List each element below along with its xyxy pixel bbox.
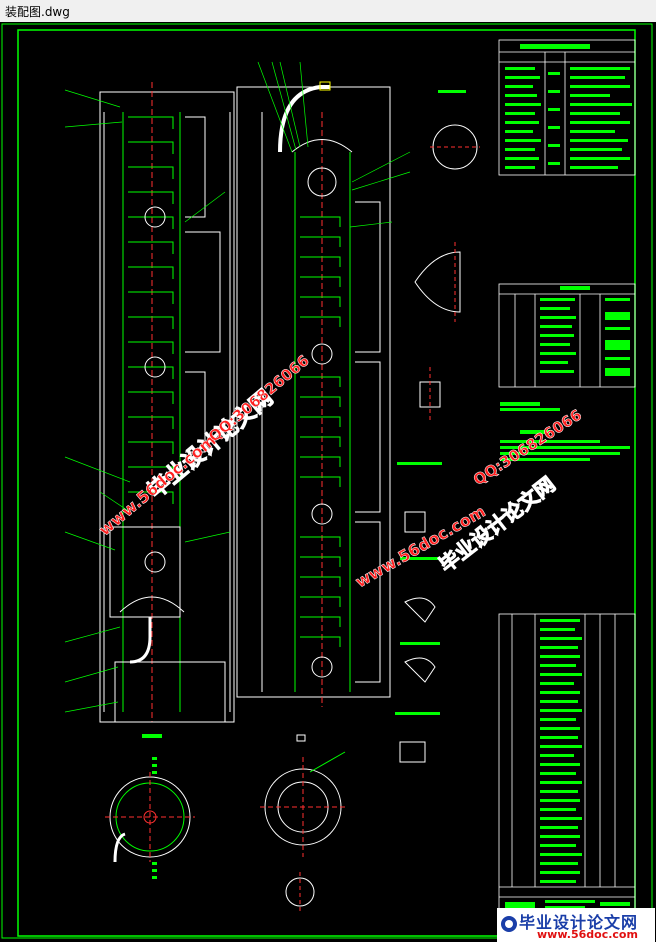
column-elevation-left [99,82,235,723]
leaders-left [64,89,231,713]
column-elevation-center [236,81,391,707]
section-view-2 [260,734,346,912]
table-top [498,39,636,176]
logo-brand: 毕业设计论文网 [519,913,639,932]
window-title: 装配图.dwg [5,5,70,19]
cad-drawing [1,23,653,939]
notes-block [500,402,630,461]
leaders-center [257,61,411,228]
title-bar: 装配图.dwg [0,0,656,23]
inner-frame [17,29,636,937]
detail-views [395,90,480,763]
table-middle [498,283,636,388]
outer-frame [1,23,653,939]
section-view-1 [105,734,195,879]
table-bottom [498,613,636,915]
site-logo: 毕业设计论文网 www.56doc.com [497,908,655,942]
logo-icon [501,916,517,932]
logo-url: www.56doc.com [537,928,638,941]
drawing-canvas[interactable]: 毕业设计论文网 www.56doc.com QQ:306826066 www.5… [0,22,656,942]
